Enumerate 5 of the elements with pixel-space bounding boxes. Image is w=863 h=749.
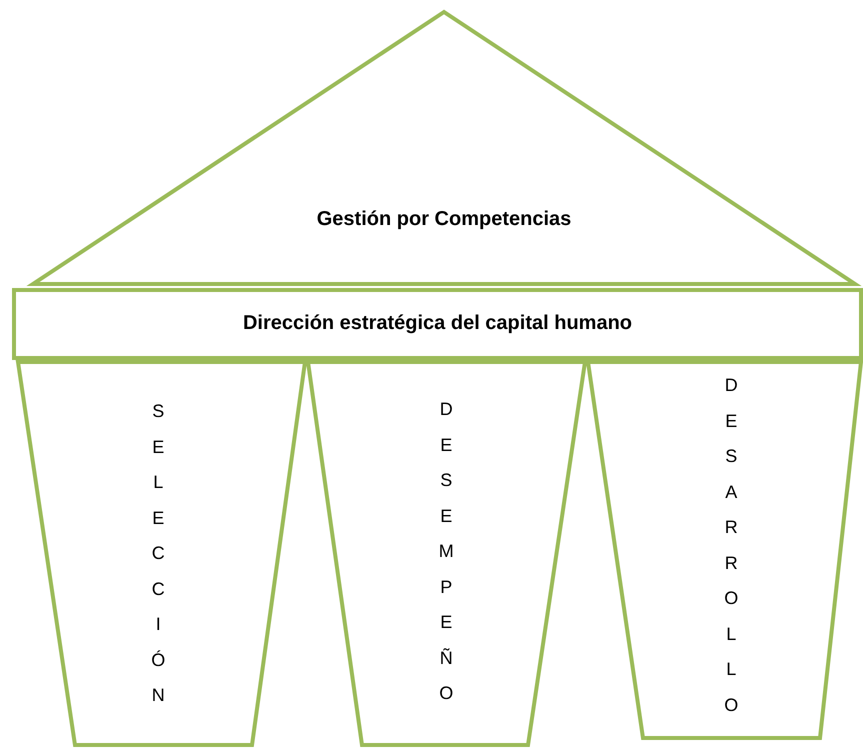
heading-label: Gestión por Competencias	[316, 208, 572, 231]
vertical-label: DESEMPEÑO	[438, 398, 466, 705]
vertical-label: DESARROLLO	[723, 374, 752, 716]
heading-label: Dirección estratégica del capital humano	[242, 312, 633, 335]
vertical-label: SELECCIÓN	[150, 400, 178, 707]
